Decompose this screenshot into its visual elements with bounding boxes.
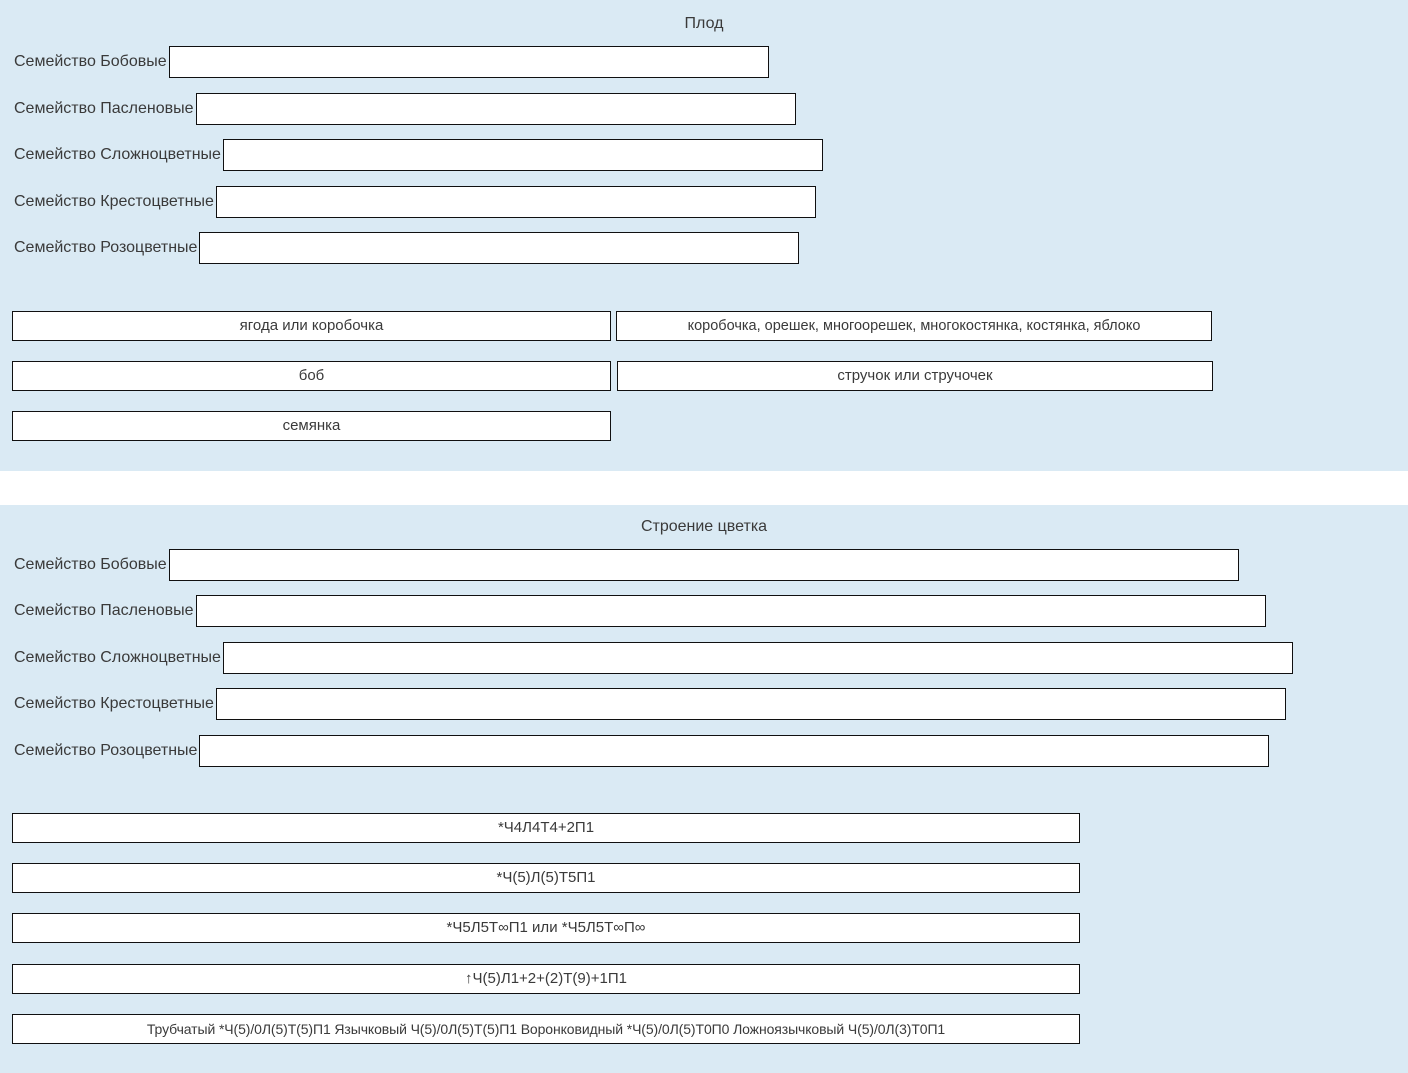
answer-slot-fruit-paslenovye[interactable] [195,93,796,125]
family-row-flower-1: Семейство Бобовые [0,548,1239,582]
page-title-fruit: Плод [684,15,724,32]
option-chip-flower-1[interactable]: *Ч4Л4Т4+2П1 [12,813,1080,843]
family-label: Семейство Крестоцветные [14,193,214,210]
answer-slot-fruit-bobovye[interactable] [168,46,769,78]
answer-slot-flower-bobovye[interactable] [168,549,1239,581]
answer-slot-flower-rozocvetnye[interactable] [199,735,1270,767]
family-row-fruit-1: Семейство Бобовые [0,45,769,79]
family-label: Семейство Пасленовые [14,602,194,619]
option-chip-flower-3[interactable]: *Ч5Л5Т∞П1 или *Ч5Л5Т∞П∞ [12,913,1080,943]
option-chip-fruit-3[interactable]: боб [12,361,611,391]
family-row-flower-2: Семейство Пасленовые [0,594,1266,628]
family-row-fruit-5: Семейство Розоцветные [0,231,800,265]
answer-slot-fruit-krestocvetnye[interactable] [215,186,816,218]
option-chip-fruit-4[interactable]: стручок или стручочек [617,361,1213,391]
answer-slot-flower-krestocvetnye[interactable] [215,688,1286,720]
family-label: Семейство Сложноцветные [14,649,221,666]
option-chip-flower-4[interactable]: ↑Ч(5)Л1+2+(2)Т(9)+1П1 [12,964,1080,994]
family-row-fruit-2: Семейство Пасленовые [0,92,796,126]
family-row-fruit-4: Семейство Крестоцветные [0,185,816,219]
family-row-flower-3: Семейство Сложноцветные [0,641,1293,675]
family-label: Семейство Розоцветные [14,239,198,256]
answer-slot-flower-paslenovye[interactable] [195,595,1266,627]
option-chip-fruit-1[interactable]: ягода или коробочка [12,311,611,341]
section-fruit: Плод Семейство Бобовые Семейство Паслено… [0,0,1408,471]
family-label: Семейство Бобовые [14,53,167,70]
family-row-flower-5: Семейство Розоцветные [0,734,1270,768]
option-chip-fruit-5[interactable]: семянка [12,411,611,441]
family-label: Семейство Сложноцветные [14,146,221,163]
family-label: Семейство Пасленовые [14,100,194,117]
section-flower: Строение цветка Семейство Бобовые Семейс… [0,505,1408,1073]
family-label: Семейство Крестоцветные [14,695,214,712]
answer-slot-fruit-slozhnocvetnye[interactable] [222,139,823,171]
answer-slot-fruit-rozocvetnye[interactable] [199,232,800,264]
family-row-fruit-3: Семейство Сложноцветные [0,138,823,172]
option-chip-fruit-2[interactable]: коробочка, орешек, многоорешек, многокос… [616,311,1212,341]
family-label: Семейство Бобовые [14,556,167,573]
option-chip-flower-2[interactable]: *Ч(5)Л(5)Т5П1 [12,863,1080,893]
page-title-flower: Строение цветка [640,518,768,535]
family-label: Семейство Розоцветные [14,742,198,759]
family-row-flower-4: Семейство Крестоцветные [0,687,1286,721]
answer-slot-flower-slozhnocvetnye[interactable] [222,642,1293,674]
option-chip-flower-5[interactable]: Трубчатый *Ч(5)/0Л(5)Т(5)П1 Язычковый Ч(… [12,1014,1080,1044]
